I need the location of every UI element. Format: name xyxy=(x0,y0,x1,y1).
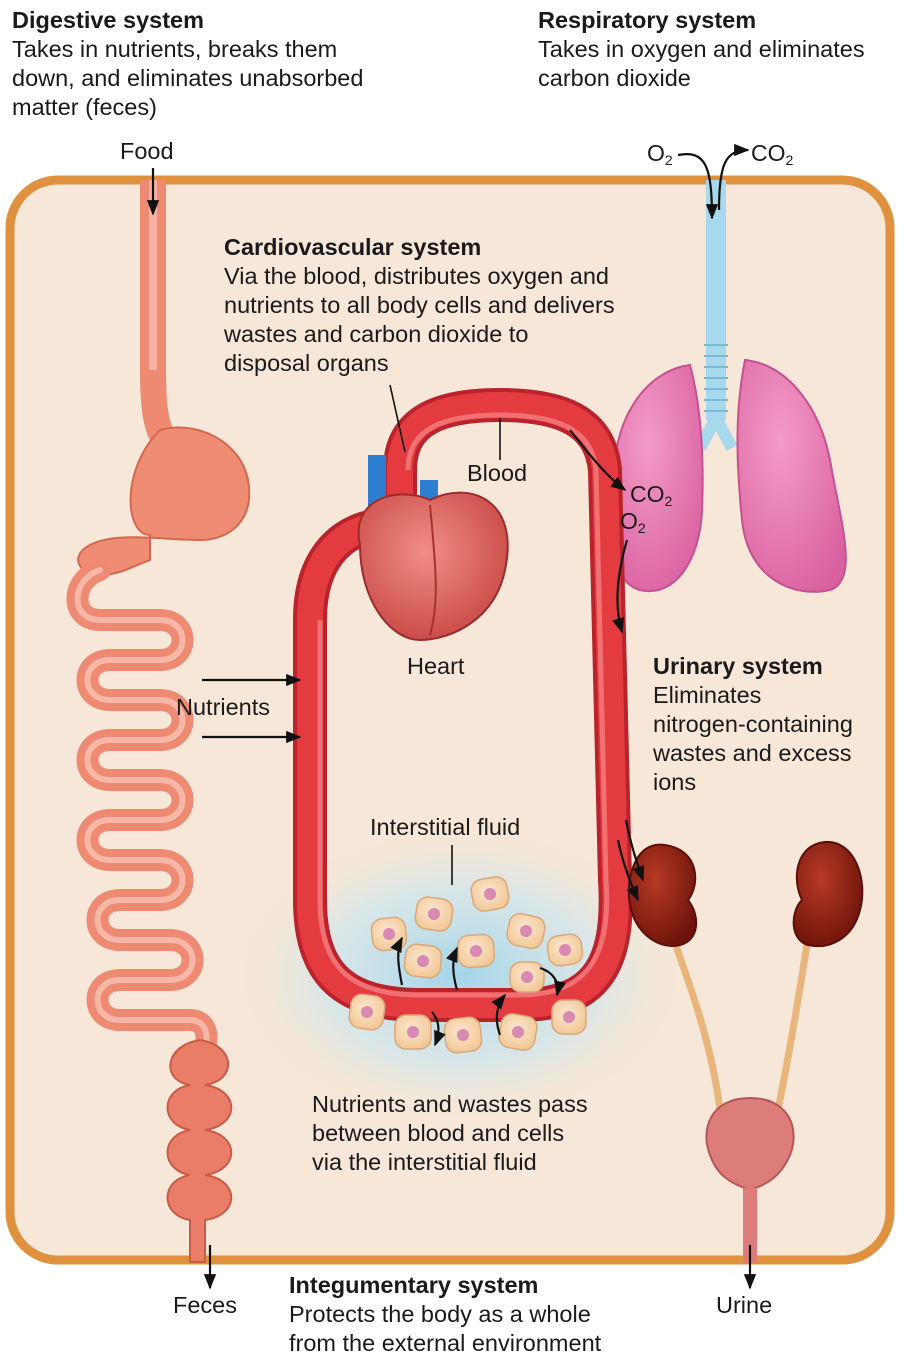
cardiovascular-system-desc-1: Via the blood, distributes oxygen and xyxy=(224,262,615,291)
urinary-system-block: Urinary system Eliminates nitrogen-conta… xyxy=(653,652,853,797)
exchange-note-line-2: between blood and cells xyxy=(312,1119,588,1148)
exchange-note-line-1: Nutrients and wastes pass xyxy=(312,1090,588,1119)
respiratory-system-title: Respiratory system xyxy=(538,6,865,35)
cardiovascular-system-block: Cardiovascular system Via the blood, dis… xyxy=(224,233,615,378)
respiratory-system-desc-2: carbon dioxide xyxy=(538,64,865,93)
cardiovascular-system-title: Cardiovascular system xyxy=(224,233,615,262)
respiratory-system-block: Respiratory system Takes in oxygen and e… xyxy=(538,6,865,93)
feces-label: Feces xyxy=(173,1291,237,1319)
cardiovascular-system-desc-2: nutrients to all body cells and delivers xyxy=(224,291,615,320)
urinary-system-desc-4: ions xyxy=(653,768,853,797)
cardiovascular-system-desc-4: disposal organs xyxy=(224,349,615,378)
urinary-system-desc-3: wastes and excess xyxy=(653,739,853,768)
integumentary-system-block: Integumentary system Protects the body a… xyxy=(289,1271,601,1358)
digestive-system-desc-2: down, and eliminates unabsorbed xyxy=(12,64,363,93)
digestive-system-block: Digestive system Takes in nutrients, bre… xyxy=(12,6,363,122)
urinary-system-title: Urinary system xyxy=(653,652,853,681)
respiratory-system-desc-1: Takes in oxygen and eliminates xyxy=(538,35,865,64)
food-label: Food xyxy=(120,137,174,165)
o2-intake-label: O2 xyxy=(647,140,673,173)
digestive-system-desc-1: Takes in nutrients, breaks them xyxy=(12,35,363,64)
exchange-note-block: Nutrients and wastes pass between blood … xyxy=(312,1090,588,1177)
nutrients-label: Nutrients xyxy=(176,693,270,721)
interstitial-fluid-label: Interstitial fluid xyxy=(370,813,520,841)
urinary-system-desc-1: Eliminates xyxy=(653,681,853,710)
integumentary-system-desc-1: Protects the body as a whole xyxy=(289,1300,601,1329)
digestive-system-title: Digestive system xyxy=(12,6,363,35)
o2-to-blood-label: O2 xyxy=(620,508,646,541)
trachea xyxy=(706,180,726,420)
urinary-system-desc-2: nitrogen-containing xyxy=(653,710,853,739)
blood-label: Blood xyxy=(467,459,527,487)
co2-exhale-label: CO2 xyxy=(751,140,793,173)
digestive-system-desc-3: matter (feces) xyxy=(12,93,363,122)
cardiovascular-system-desc-3: wastes and carbon dioxide to xyxy=(224,320,615,349)
urine-label: Urine xyxy=(716,1291,772,1319)
exchange-note-line-3: via the interstitial fluid xyxy=(312,1148,588,1177)
heart-label: Heart xyxy=(407,652,464,680)
integumentary-system-title: Integumentary system xyxy=(289,1271,601,1300)
integumentary-system-desc-2: from the external environment xyxy=(289,1329,601,1358)
